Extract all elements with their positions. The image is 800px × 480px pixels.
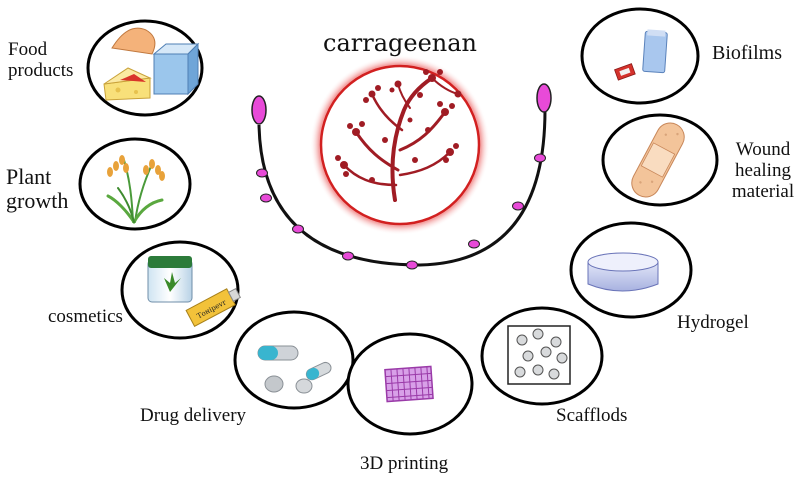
- arc-bead: [343, 252, 354, 260]
- arc-bead: [407, 261, 418, 269]
- arc-end-bead-left: [252, 96, 266, 124]
- center-title: carrageenan: [0, 30, 800, 56]
- arc-end-bead-right: [537, 84, 551, 112]
- label-biofilms: Biofilms: [712, 42, 782, 64]
- arc-bead: [469, 240, 480, 248]
- label-3d-printing: 3D printing: [360, 454, 448, 475]
- printed-grid-icon: [385, 366, 433, 401]
- label-food-products: Food products: [8, 40, 88, 82]
- label-scaffolds: Scafflods: [556, 406, 627, 427]
- cosmetics-jar-icon: [148, 256, 192, 302]
- arc-bead: [261, 194, 272, 202]
- arc-bead: [535, 154, 546, 162]
- drug-delivery-circle: [235, 312, 353, 408]
- label-drug-delivery: Drug delivery: [140, 406, 246, 427]
- arc-bead: [293, 225, 304, 233]
- label-hydrogel: Hydrogel: [677, 313, 749, 334]
- arc-bead: [257, 169, 268, 177]
- arc-bead: [513, 202, 524, 210]
- scaffold-icon: [508, 326, 570, 384]
- label-wound-healing: Wound healing material: [727, 140, 799, 203]
- label-cosmetics: cosmetics: [48, 307, 123, 328]
- label-plant-growth: Plant growth: [6, 165, 76, 213]
- hydrogel-dish-icon: [588, 253, 658, 291]
- carrageenan-center: [310, 55, 490, 235]
